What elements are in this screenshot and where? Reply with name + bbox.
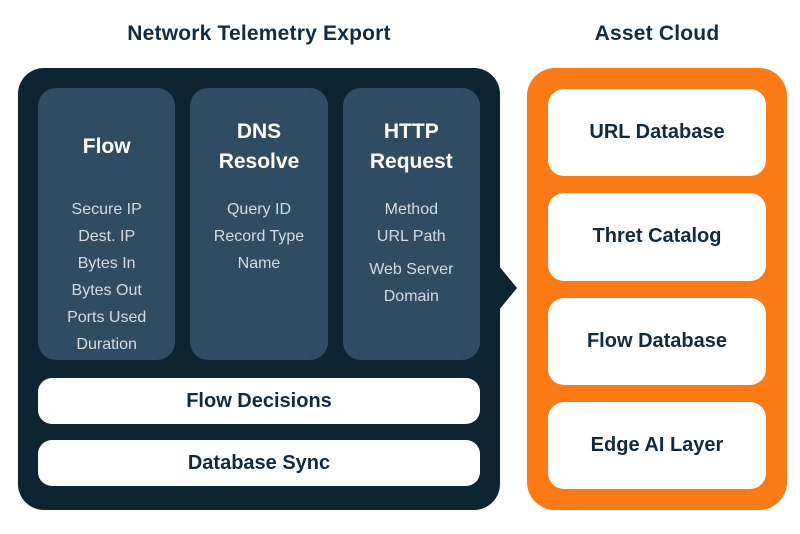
http-request-column-items: Method URL Path Web Server Domain [351,196,472,310]
flow-decisions-bar: Flow Decisions [38,378,480,424]
http-item: URL Path [376,228,446,245]
flow-column-items: Secure IP Dest. IP Bytes In Bytes Out Po… [46,196,167,358]
dns-resolve-column-items: Query ID Record Type Name [198,196,319,277]
http-request-column: HTTP Request Method URL Path Web Server … [342,88,480,360]
flow-column-title: Flow [82,134,131,158]
telemetry-columns: Flow Secure IP Dest. IP Bytes In Bytes O… [38,88,480,360]
flow-item: Dest. IP [78,228,136,245]
flow-column: Flow Secure IP Dest. IP Bytes In Bytes O… [38,88,176,360]
flow-decisions-label: Flow Decisions [186,389,332,412]
flow-item: Duration [76,336,137,353]
dns-item: Record Type [213,228,305,245]
http-item: Method [384,201,438,218]
flow-database-label: Flow Database [586,329,728,352]
dns-resolve-column-title: DNS Resolve [218,119,300,173]
asset-cloud-panel: URL Database Thret Catalog Flow Database… [527,68,787,510]
flow-item: Ports Used [67,309,147,326]
dns-resolve-column: DNS Resolve Query ID Record Type Name [190,88,328,360]
network-telemetry-panel: Flow Secure IP Dest. IP Bytes In Bytes O… [18,68,517,510]
threat-catalog-box: Thret Catalog [548,193,766,281]
left-section-title: Network Telemetry Export [127,22,391,45]
edge-ai-layer-label: Edge AI Layer [590,433,724,456]
flow-database-box: Flow Database [548,297,766,385]
right-section-title: Asset Cloud [594,22,720,45]
database-sync-bar: Database Sync [38,440,480,486]
http-item: Web Server Domain [369,261,454,305]
url-database-label: URL Database [589,121,725,144]
dns-item: Name [237,255,281,272]
connector-arrow-icon [499,266,517,310]
url-database-box: URL Database [548,89,766,177]
database-sync-label: Database Sync [187,451,331,474]
edge-ai-layer-box: Edge AI Layer [548,401,766,489]
dns-item: Query ID [226,201,291,218]
flow-item: Bytes In [77,255,136,272]
flow-item: Bytes Out [71,282,142,299]
flow-item: Secure IP [71,201,142,218]
http-request-column-title: HTTP Request [369,119,453,173]
threat-catalog-label: Thret Catalog [592,225,722,248]
